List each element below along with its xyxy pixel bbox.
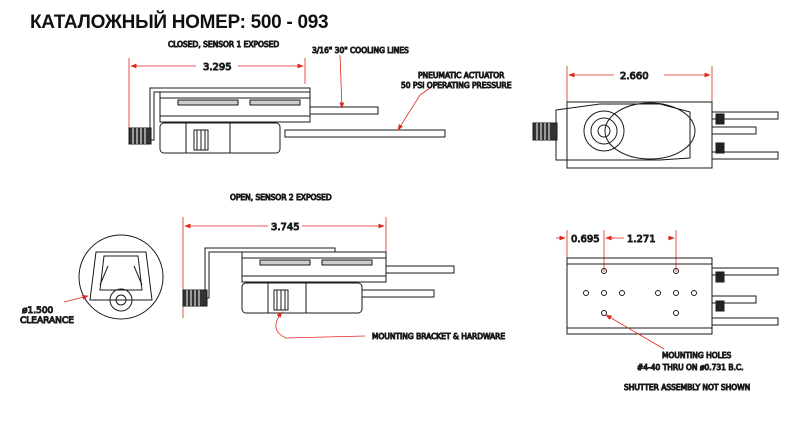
open-bracket-plate	[204, 247, 336, 299]
view-clearance: ø1.500 CLEARANCE	[20, 234, 164, 327]
actuator-label-1: PNEUMATIC ACTUATOR	[418, 71, 504, 80]
cooling-line-1	[309, 106, 379, 115]
mounting-holes-label-2: #4-40 THRU ON ø0.731 B.C.	[637, 363, 744, 372]
clearance-circle	[78, 234, 164, 320]
dimension-3295: 3.295	[128, 58, 306, 140]
catalog-title: КАТАЛОЖНЫЙ НОМЕР: 500 - 093	[30, 12, 329, 33]
dimension-2660-label: 2.660	[620, 71, 649, 82]
mounting-holes-label-1: MOUNTING HOLES	[662, 351, 732, 360]
actuator-label-2: 50 PSI OPERATING PRESSURE	[401, 81, 512, 90]
open-actuator	[241, 282, 363, 314]
dimension-1271-label: 1.271	[627, 234, 656, 245]
shutter-body	[159, 91, 311, 123]
open-shutter-body	[241, 251, 387, 283]
top-view-housing	[566, 101, 713, 169]
bracket-label: MOUNTING BRACKET & HARDWARE	[372, 332, 505, 341]
closed-caption: CLOSED, SENSOR 1 EXPOSED	[168, 40, 279, 49]
clearance-label-1: ø1.500	[22, 306, 54, 316]
dimension-2660: 2.660	[566, 66, 713, 102]
pneumatic-actuator	[159, 122, 281, 154]
cooling-line-2	[284, 129, 446, 138]
clearance-label-2: CLEARANCE	[20, 316, 74, 326]
open-caption: OPEN, SENSOR 2 EXPOSED	[230, 193, 332, 202]
dimension-0695-label: 0.695	[571, 234, 600, 245]
view-closed-top: 2.660	[532, 66, 779, 169]
knob	[128, 127, 152, 145]
cooling-lines-label: 3/16" 30" COOLING LINES	[312, 46, 409, 55]
view-open-side: OPEN, SENSOR 2 EXPOSED 3.745 MOUNTING BR…	[182, 193, 506, 342]
dimension-3295-label: 3.295	[203, 62, 232, 73]
shutter-note: SHUTTER ASSEMBLY NOT SHOWN	[624, 383, 750, 392]
dimension-0695: 0.695 1.271	[556, 230, 677, 272]
view-mounting-holes: 0.695 1.271 MOUNTING HOLES #4-40 THRU ON…	[556, 230, 779, 393]
open-cooling-line-1	[385, 265, 455, 274]
view-closed-side: CLOSED, SENSOR 1 EXPOSED 3.295	[128, 40, 512, 154]
dimension-3745-label: 3.745	[271, 222, 300, 233]
mounting-hole-pattern	[583, 268, 697, 316]
shutter-blade	[555, 103, 691, 161]
top-view-tube-1	[711, 111, 779, 120]
open-cooling-line-2	[361, 289, 435, 298]
mounting-plate	[566, 257, 713, 335]
